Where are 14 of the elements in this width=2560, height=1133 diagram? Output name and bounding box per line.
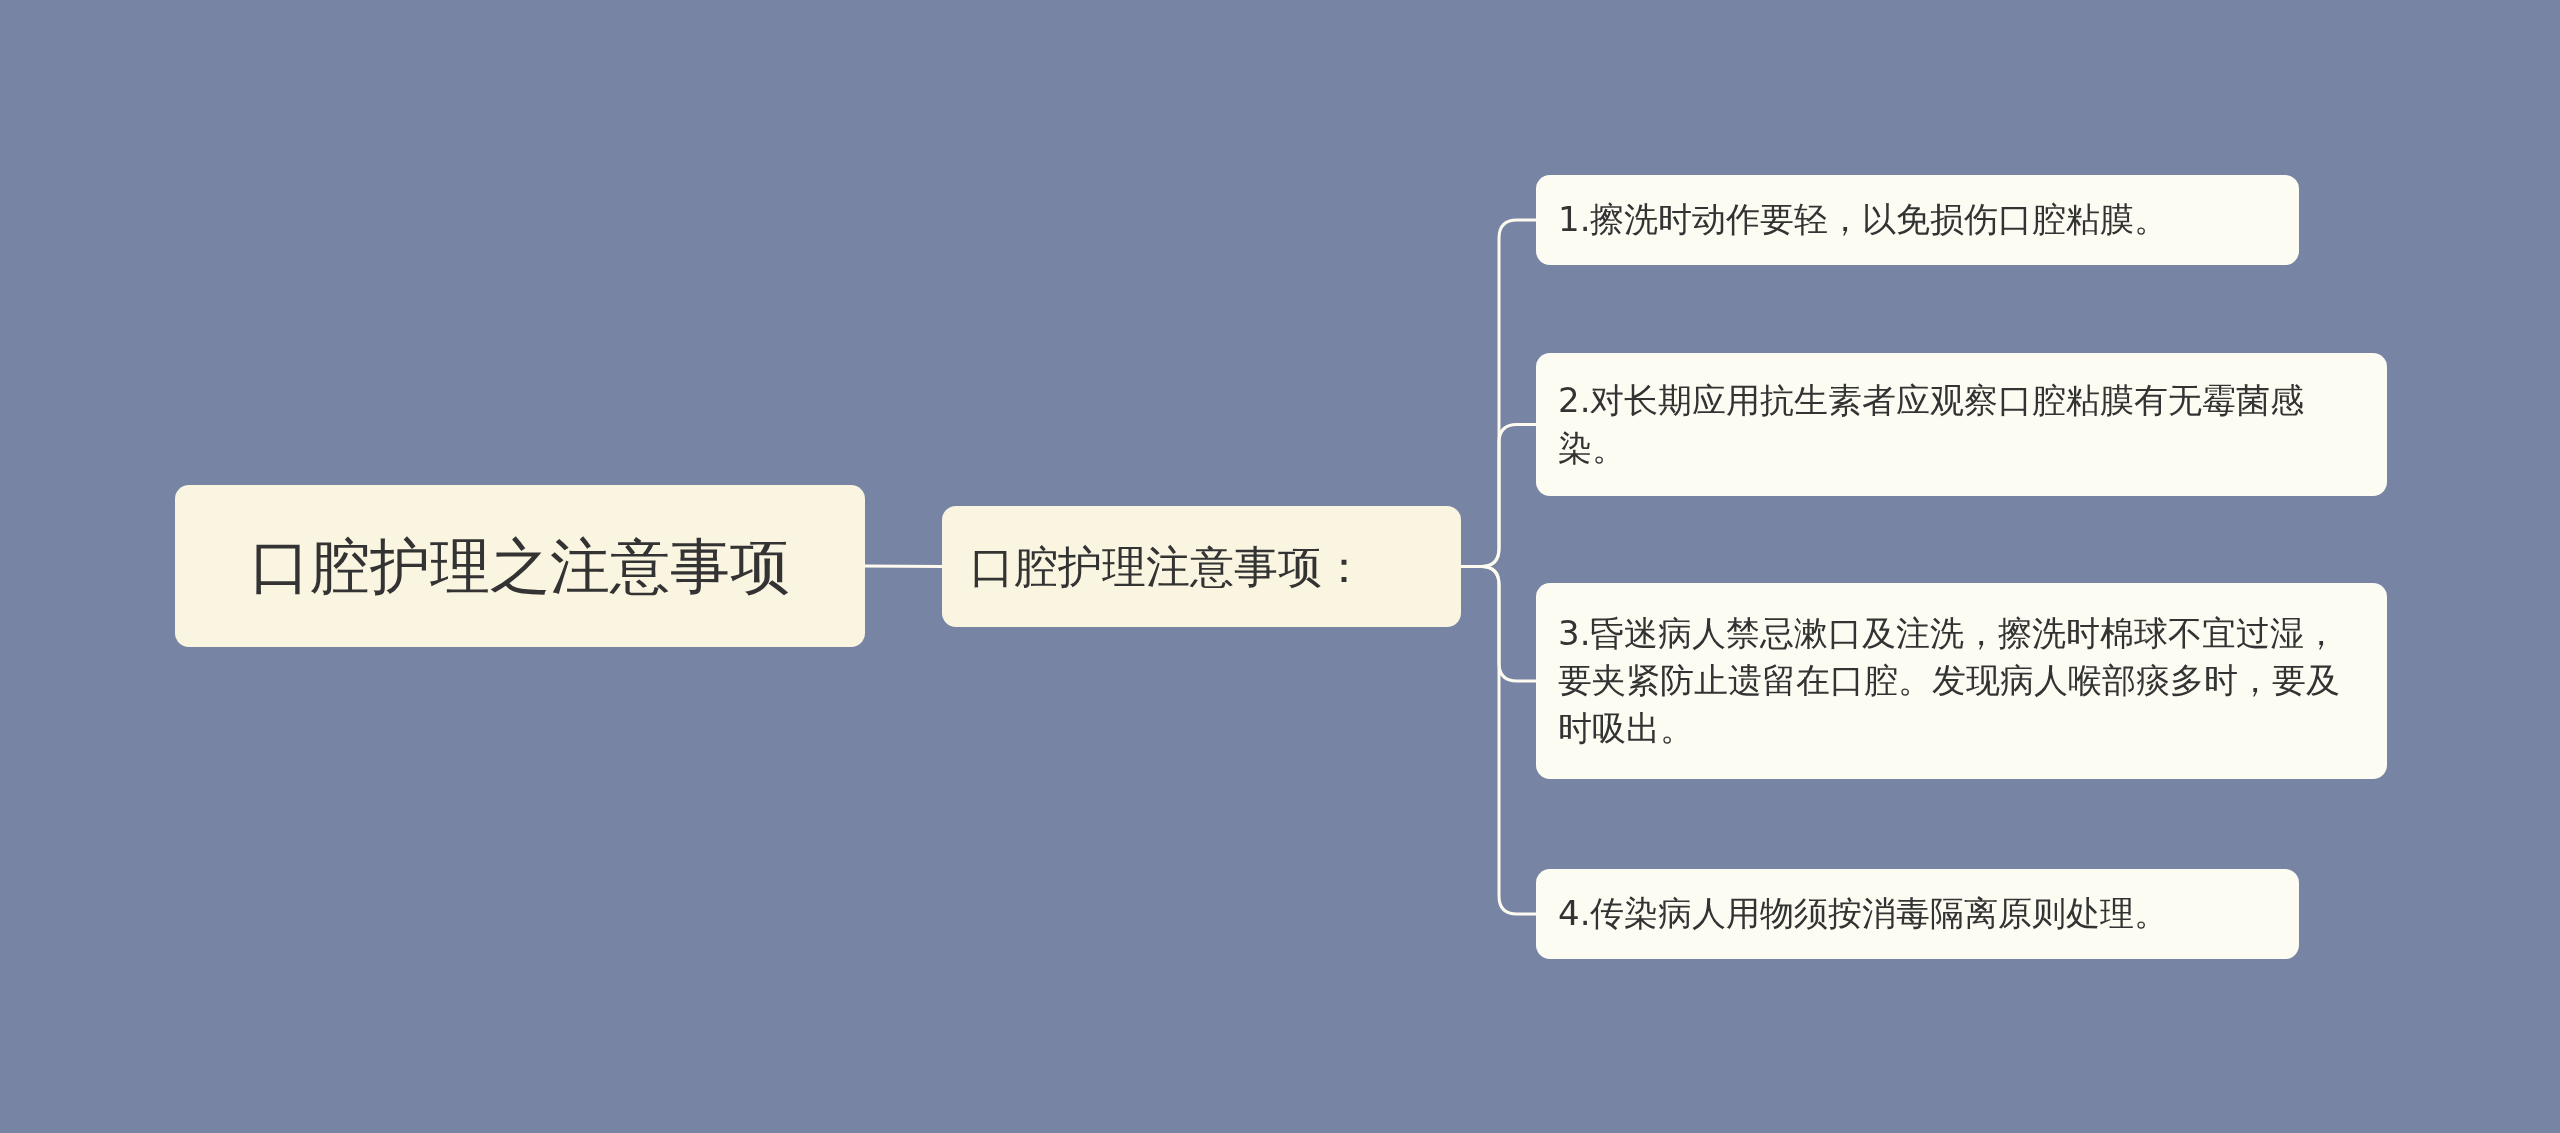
connector-line [865,564,942,568]
central-topic [175,485,865,647]
subtopic-box [942,506,1461,627]
topic-text: 1.擦洗时动作要轻，以免损伤口腔粘膜。 [1558,198,2169,242]
note-box [1536,869,2299,959]
connector-line [1461,565,1536,916]
topic-text: 2.对长期应用抗生素者应观察口腔粘膜有无霉菌感染。 [1558,378,2306,470]
note-box [1536,353,2387,496]
topic-text: 口腔护理之注意事项 [250,530,790,603]
topic-text: 3.昏迷病人禁忌漱口及注洗，擦洗时棉球不宜过湿，要夹紧防止遗留在口腔。发现病人喉部痰多时，要及时吸出。 [1558,611,2341,750]
topic-text: 口腔护理注意事项： [970,539,1366,594]
note-box [1536,583,2387,779]
topic-text: 4.传染病人用物须按消毒隔离原则处理。 [1558,892,2169,936]
note-box [1536,175,2299,265]
